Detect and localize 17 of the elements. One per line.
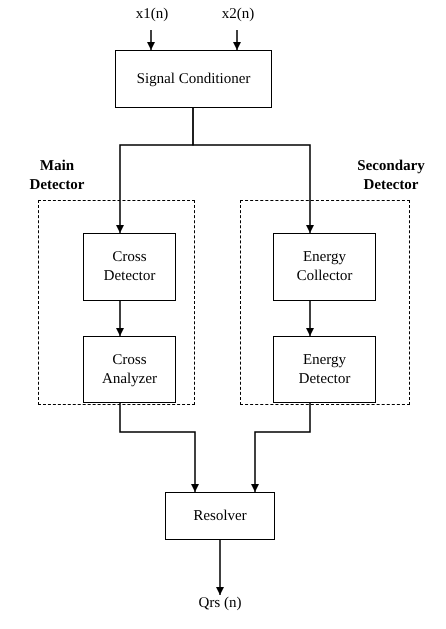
process-box: Energy Collector	[273, 233, 376, 301]
process-box: Resolver	[165, 492, 275, 540]
arrow	[119, 403, 199, 492]
signal-label: x2(n)	[211, 6, 265, 26]
arrow	[233, 30, 241, 50]
arrow	[251, 403, 311, 492]
arrow	[306, 301, 314, 336]
arrow	[147, 30, 155, 50]
signal-label: Qrs (n)	[190, 595, 250, 615]
process-box: Signal Conditioner	[115, 50, 272, 108]
arrow	[216, 540, 224, 595]
arrow	[192, 108, 314, 233]
process-box: Cross Analyzer	[83, 336, 176, 403]
signal-label: x1(n)	[125, 6, 179, 26]
process-box: Energy Detector	[273, 336, 376, 403]
arrow	[116, 301, 124, 336]
process-box: Cross Detector	[83, 233, 176, 301]
